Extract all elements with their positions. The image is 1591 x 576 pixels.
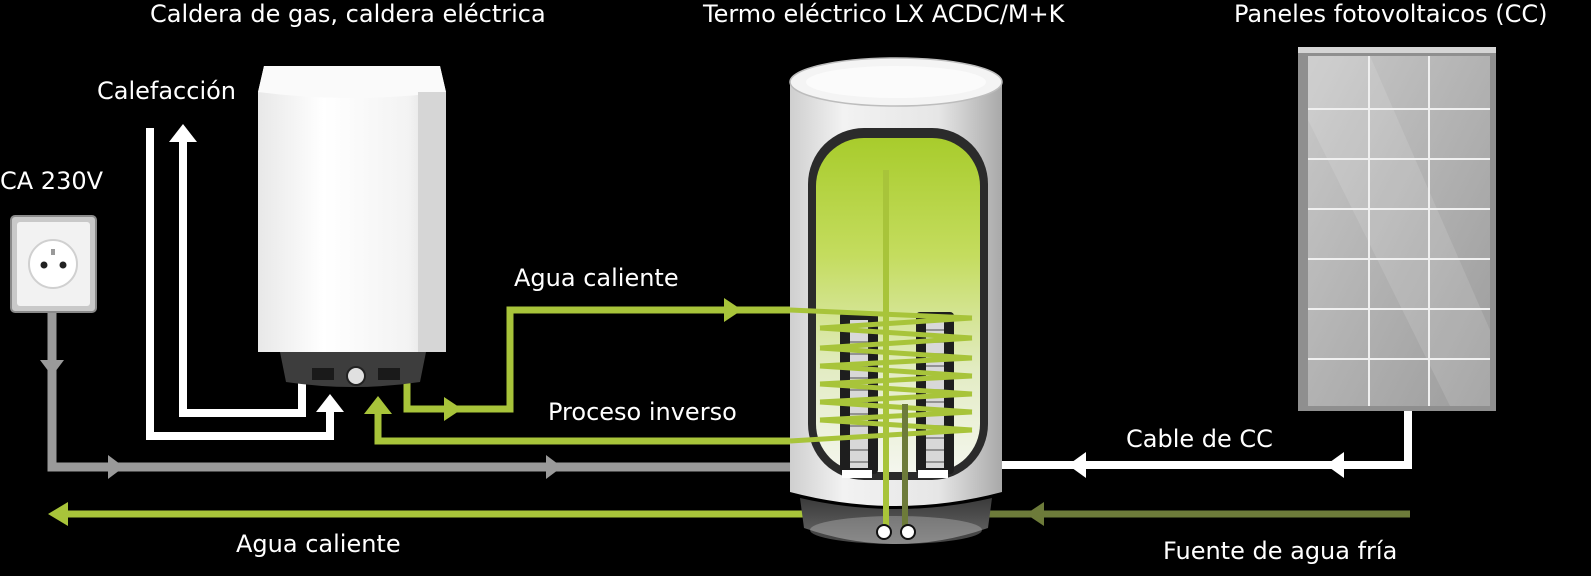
boiler-title: Caldera de gas, caldera eléctrica	[150, 0, 546, 28]
dc-arrow-left-1	[1326, 452, 1344, 478]
dc-cable-line	[1000, 410, 1412, 469]
hot-water-arrows	[444, 298, 742, 421]
return-arrow-up	[316, 394, 344, 412]
heating-arrow-up	[169, 124, 197, 142]
ac-arrow-right-1	[108, 455, 124, 479]
water-heater-tank-icon	[789, 57, 1003, 544]
ac-voltage-label: CA 230V	[0, 167, 104, 195]
heating-arrows	[169, 124, 344, 412]
cold-water-arrow	[1026, 502, 1044, 526]
hot-water-label: Agua caliente	[514, 264, 679, 292]
ac-arrow-right-2	[546, 455, 562, 479]
dc-cable-label: Cable de CC	[1126, 425, 1273, 453]
hot-water-out-label: Agua caliente	[236, 530, 401, 558]
hot-water-out-arrow	[48, 502, 68, 526]
hot-water-arrow-2	[724, 298, 742, 322]
heater-title: Termo eléctrico LX ACDC/M+K	[703, 0, 1065, 28]
ac-arrows	[40, 360, 562, 479]
hot-water-pipe	[403, 306, 800, 413]
cold-water-label: Fuente de agua fría	[1163, 537, 1398, 565]
power-socket-icon	[10, 215, 97, 313]
reverse-process-label: Proceso inverso	[548, 398, 737, 426]
wall-boiler-icon	[258, 66, 446, 387]
ac-arrow-down	[40, 360, 64, 376]
panels-title: Paneles fotovoltaicos (CC)	[1234, 0, 1548, 28]
hot-water-arrow-1	[444, 397, 462, 421]
heating-pipes	[146, 128, 334, 440]
solar-panel-icon	[1298, 47, 1496, 411]
heating-element-left	[840, 312, 878, 474]
heat-exchanger-coil	[789, 307, 973, 444]
dc-arrows	[1068, 452, 1344, 478]
reverse-process-pipe	[374, 410, 800, 445]
reverse-arrow-up	[364, 396, 392, 414]
dc-arrow-left-2	[1068, 452, 1086, 478]
heating-label: Calefacción	[97, 77, 237, 105]
